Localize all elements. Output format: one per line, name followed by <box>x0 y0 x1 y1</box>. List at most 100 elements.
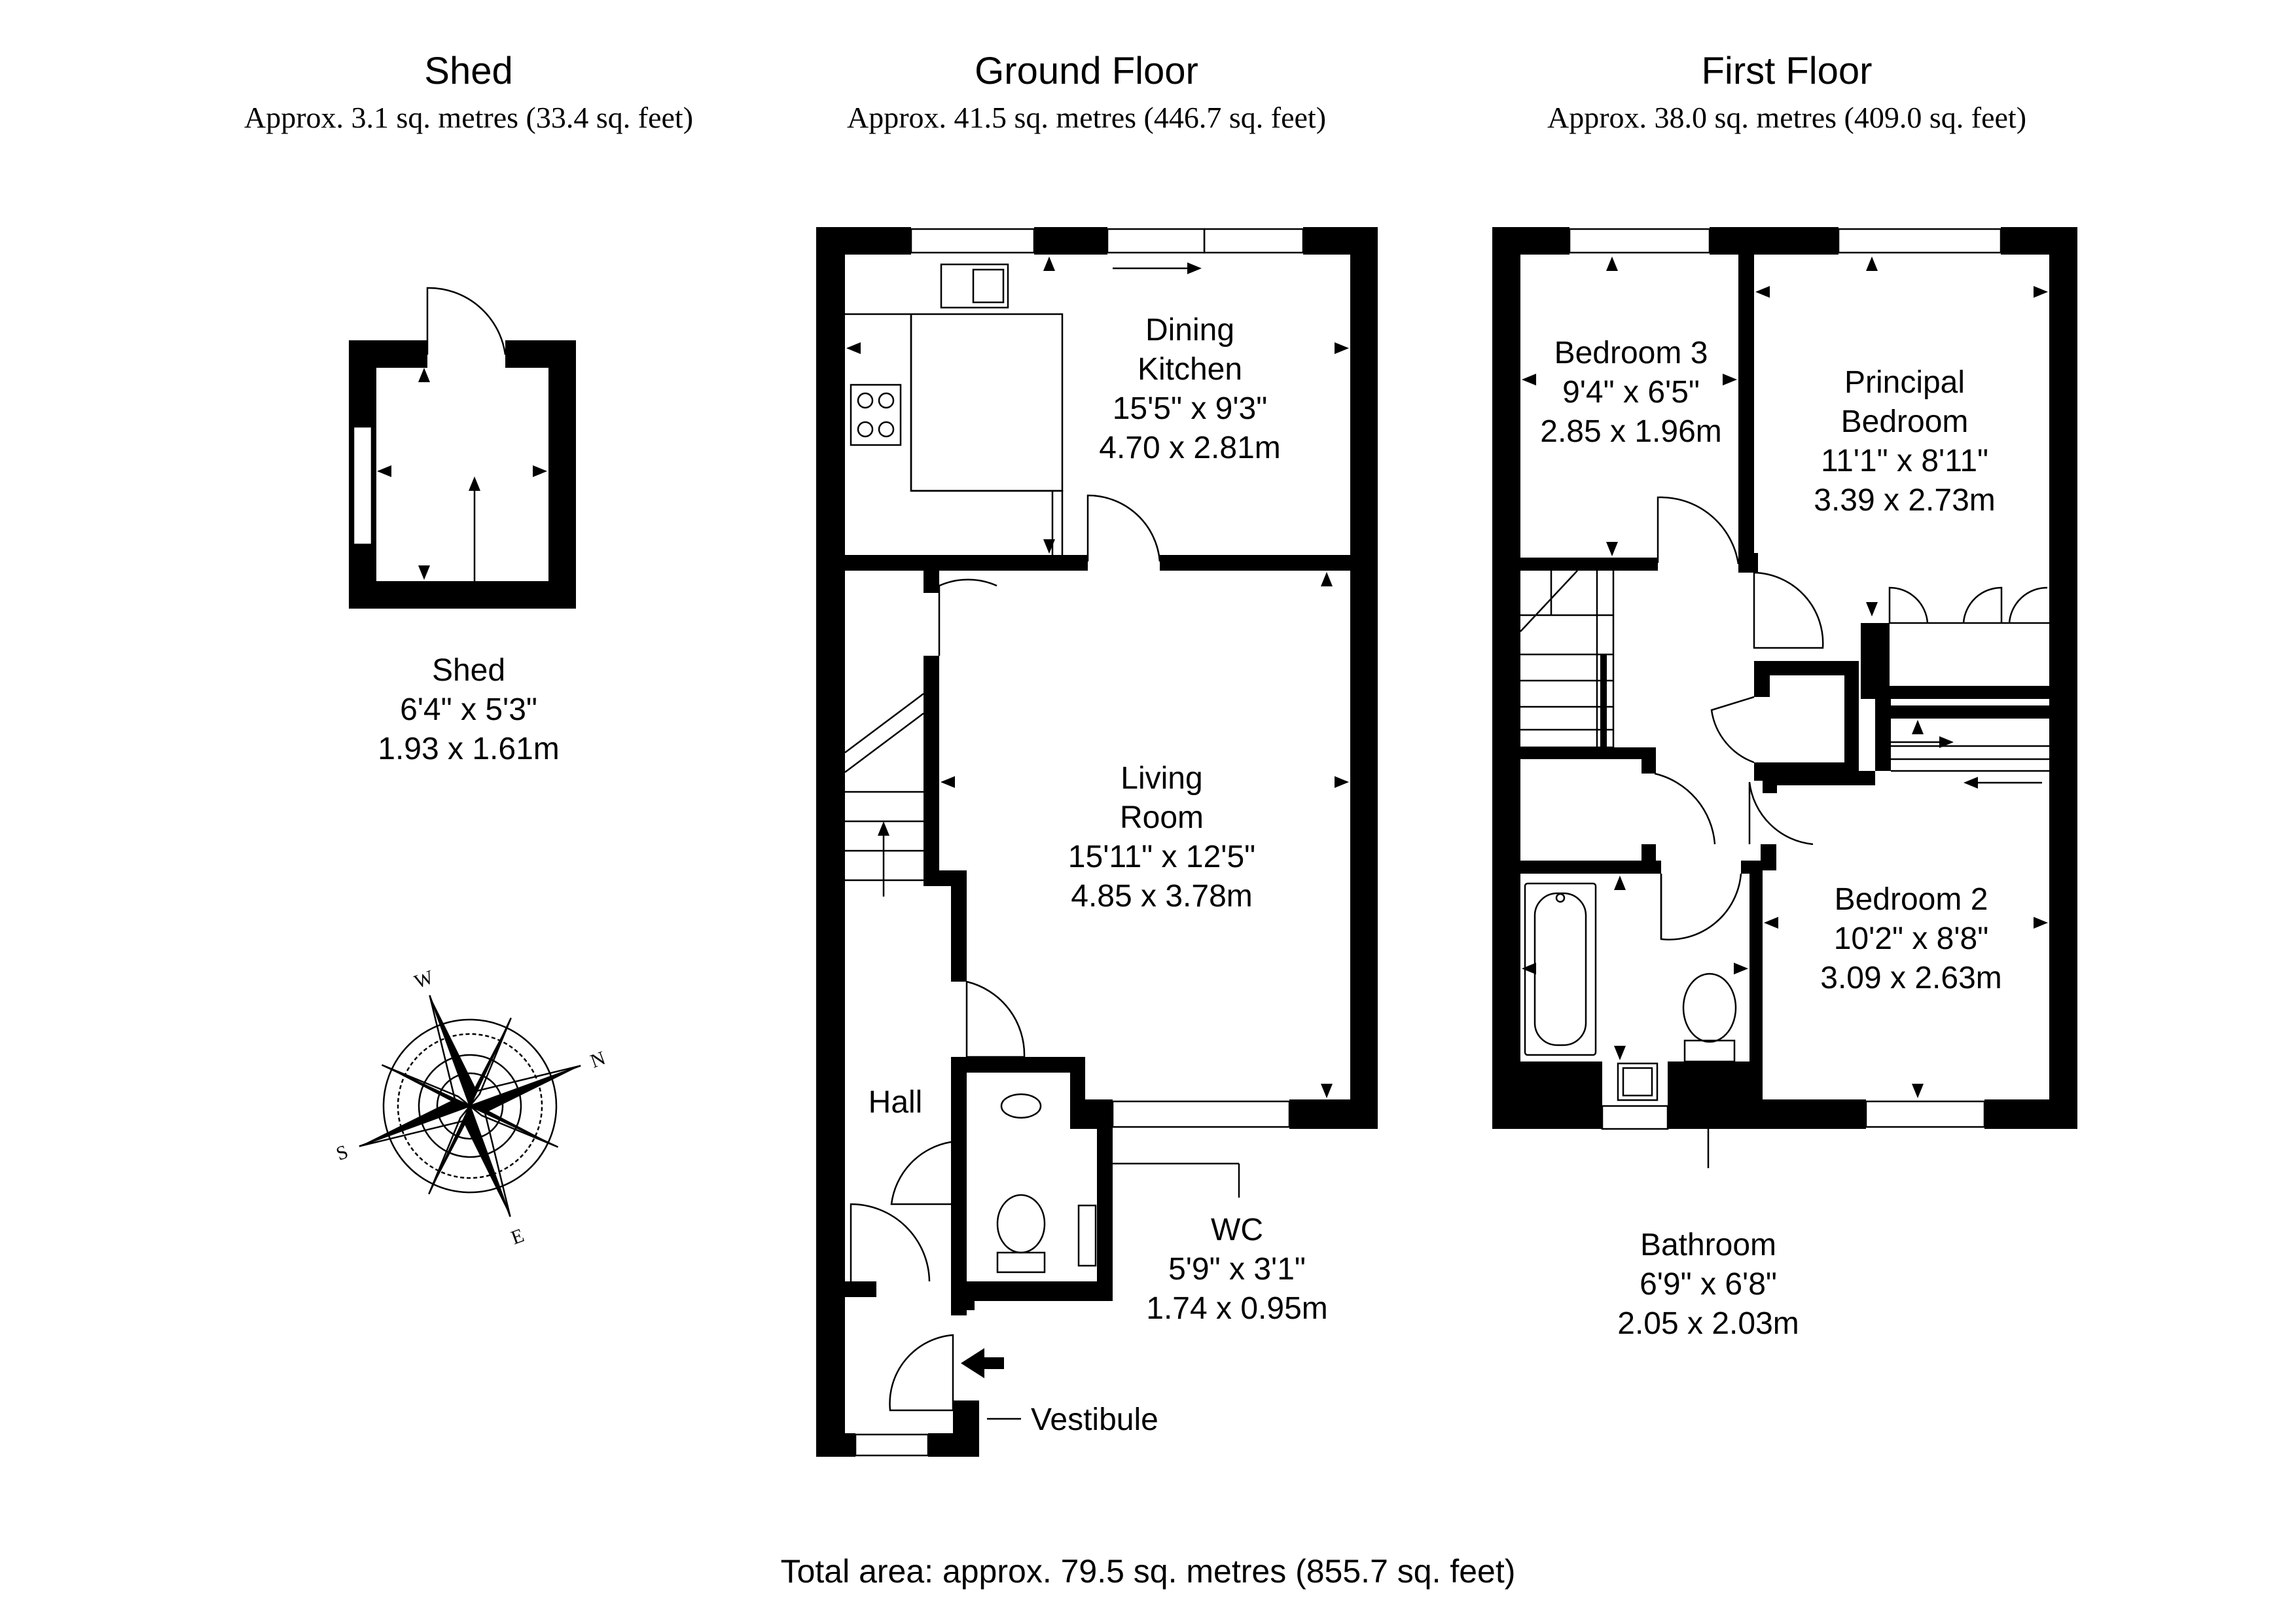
total-area: Total area: approx. 79.5 sq. metres (855… <box>781 1553 1516 1590</box>
compass-rose: W E N S <box>333 966 609 1249</box>
bedroom3-imperial: 9'4" x 6'5" <box>1562 375 1700 410</box>
stair-cupboard-door <box>938 579 997 656</box>
vestibule-inner-door <box>850 1203 931 1282</box>
shed-area: Approx. 3.1 sq. metres (33.4 sq. feet) <box>244 101 693 134</box>
wc-imperial: 5'9" x 3'1" <box>1168 1252 1306 1287</box>
wc-wall <box>951 1057 967 1315</box>
entrance-arrow <box>961 1348 1004 1378</box>
living-door <box>965 980 1026 1058</box>
shed-dimension-arrow <box>469 476 480 491</box>
living-window <box>1111 1100 1291 1128</box>
living-name-1: Living <box>1121 761 1202 796</box>
bedroom3-window <box>1568 228 1711 254</box>
bathroom-window <box>1601 1105 1669 1130</box>
first-floor-stairs <box>1520 570 1615 749</box>
bedroom2-imperial: 10'2" x 8'8" <box>1834 921 1989 956</box>
shed-door <box>426 287 507 355</box>
landing-door-left <box>1654 772 1716 845</box>
wc-toilet <box>996 1194 1046 1254</box>
first-wall-top <box>1710 227 1839 255</box>
first-wall-bottom <box>1492 1061 1602 1129</box>
ground-floor-labels: Dining Kitchen 15'5" x 9'3" 4.70 x 2.81m… <box>869 313 1328 1437</box>
kitchen-name-1: Dining <box>1145 313 1234 348</box>
first-floor-labels: Bedroom 3 9'4" x 6'5" 2.85 x 1.96m Princ… <box>1540 336 2002 1341</box>
bedroom2-metric: 3.09 x 2.63m <box>1820 961 2002 995</box>
principal-window <box>1837 228 2002 254</box>
bedroom2-door <box>1748 781 1814 846</box>
headings: Shed Approx. 3.1 sq. metres (33.4 sq. fe… <box>244 50 2026 134</box>
wc-window <box>1077 1204 1097 1267</box>
principal-name-1: Principal <box>1844 365 1965 400</box>
kitchen-patio-door <box>1106 228 1206 254</box>
ground-wall-top <box>1034 227 1107 255</box>
front-door <box>889 1334 954 1412</box>
principal-imperial: 11'1" x 8'11" <box>1821 444 1988 478</box>
principal-wardrobe-wall <box>1861 686 2077 699</box>
living-metric: 4.85 x 3.78m <box>1071 879 1253 914</box>
first-wall-left <box>1492 227 1520 1129</box>
bathroom-metric: 2.05 x 2.03m <box>1617 1306 1799 1341</box>
ground-wall-kitchen-living <box>1160 555 1378 571</box>
kitchen-counter <box>910 314 1064 555</box>
first-wall-right <box>2049 227 2077 1129</box>
ground-floor-area: Approx. 41.5 sq. metres (446.7 sq. feet) <box>847 101 1326 134</box>
bathroom-basin <box>1617 1062 1659 1101</box>
principal-metric: 3.39 x 2.73m <box>1814 483 1996 518</box>
compass-w: W <box>412 966 437 993</box>
wc-door <box>890 1141 952 1205</box>
ground-wall-left <box>816 227 845 1457</box>
kitchen-window <box>910 228 1035 254</box>
principal-name-2: Bedroom <box>1841 404 1969 439</box>
kitchen-sink <box>940 263 1009 309</box>
shed-wall <box>548 340 576 609</box>
wc-metric: 1.74 x 0.95m <box>1146 1291 1328 1326</box>
first-floor-area: Approx. 38.0 sq. metres (409.0 sq. feet) <box>1547 101 2026 134</box>
compass-s: S <box>333 1141 351 1165</box>
shed-heading: Shed <box>424 50 512 92</box>
kitchen-name-2: Kitchen <box>1138 352 1242 387</box>
bedroom3-name: Bedroom 3 <box>1554 336 1708 370</box>
kitchen-window <box>1203 228 1304 254</box>
bathroom-door <box>1660 873 1742 940</box>
living-imperial: 15'11" x 12'5" <box>1068 840 1255 874</box>
ground-wall-kitchen-living <box>816 555 1088 571</box>
ground-floor-plan <box>816 227 1378 1457</box>
kitchen-hob <box>850 383 902 446</box>
first-floor-plan <box>1492 227 2077 1168</box>
bedroom2-name: Bedroom 2 <box>1835 882 1988 917</box>
first-wall-top <box>1492 227 1570 255</box>
shed-plan <box>349 287 576 609</box>
ground-wall-top <box>816 227 911 255</box>
shed-label: Shed 6'4" x 5'3" 1.93 x 1.61m <box>378 653 560 766</box>
ground-wall-living-bottom <box>1289 1099 1378 1129</box>
bedroom3-door <box>1657 496 1740 565</box>
bedroom2-window <box>1865 1100 1986 1128</box>
stair-wall <box>924 656 939 886</box>
bathroom-name: Bathroom <box>1640 1228 1776 1262</box>
front-door-frame <box>854 1433 929 1457</box>
ground-stairs <box>844 693 924 897</box>
hall-name: Hall <box>869 1085 923 1120</box>
ground-wall-right <box>1350 227 1378 1129</box>
first-wall-bedroom3-landing <box>1520 558 1658 571</box>
vestibule-name: Vestibule <box>1031 1402 1158 1437</box>
shed-name: Shed <box>432 653 505 688</box>
shed-metric: 1.93 x 1.61m <box>378 732 560 766</box>
wc-basin <box>1000 1093 1042 1119</box>
kitchen-metric: 4.70 x 2.81m <box>1099 431 1281 465</box>
bedroom3-metric: 2.85 x 1.96m <box>1540 414 1722 449</box>
shed-wall <box>349 581 576 609</box>
bathroom-imperial: 6'9" x 6'8" <box>1640 1267 1777 1302</box>
first-floor-heading: First Floor <box>1702 50 1873 92</box>
compass-e: E <box>508 1224 527 1249</box>
ground-floor-heading: Ground Floor <box>975 50 1198 92</box>
principal-door <box>1753 571 1824 649</box>
kitchen-door <box>1086 494 1161 562</box>
shed-imperial: 6'4" x 5'3" <box>400 692 537 727</box>
wc-name: WC <box>1211 1213 1263 1247</box>
bathroom-toilet <box>1682 972 1737 1043</box>
compass-n: N <box>588 1047 609 1072</box>
kitchen-imperial: 15'5" x 9'3" <box>1113 391 1268 426</box>
living-name-2: Room <box>1120 800 1204 835</box>
first-wall-bathroom-top <box>1520 861 1661 874</box>
